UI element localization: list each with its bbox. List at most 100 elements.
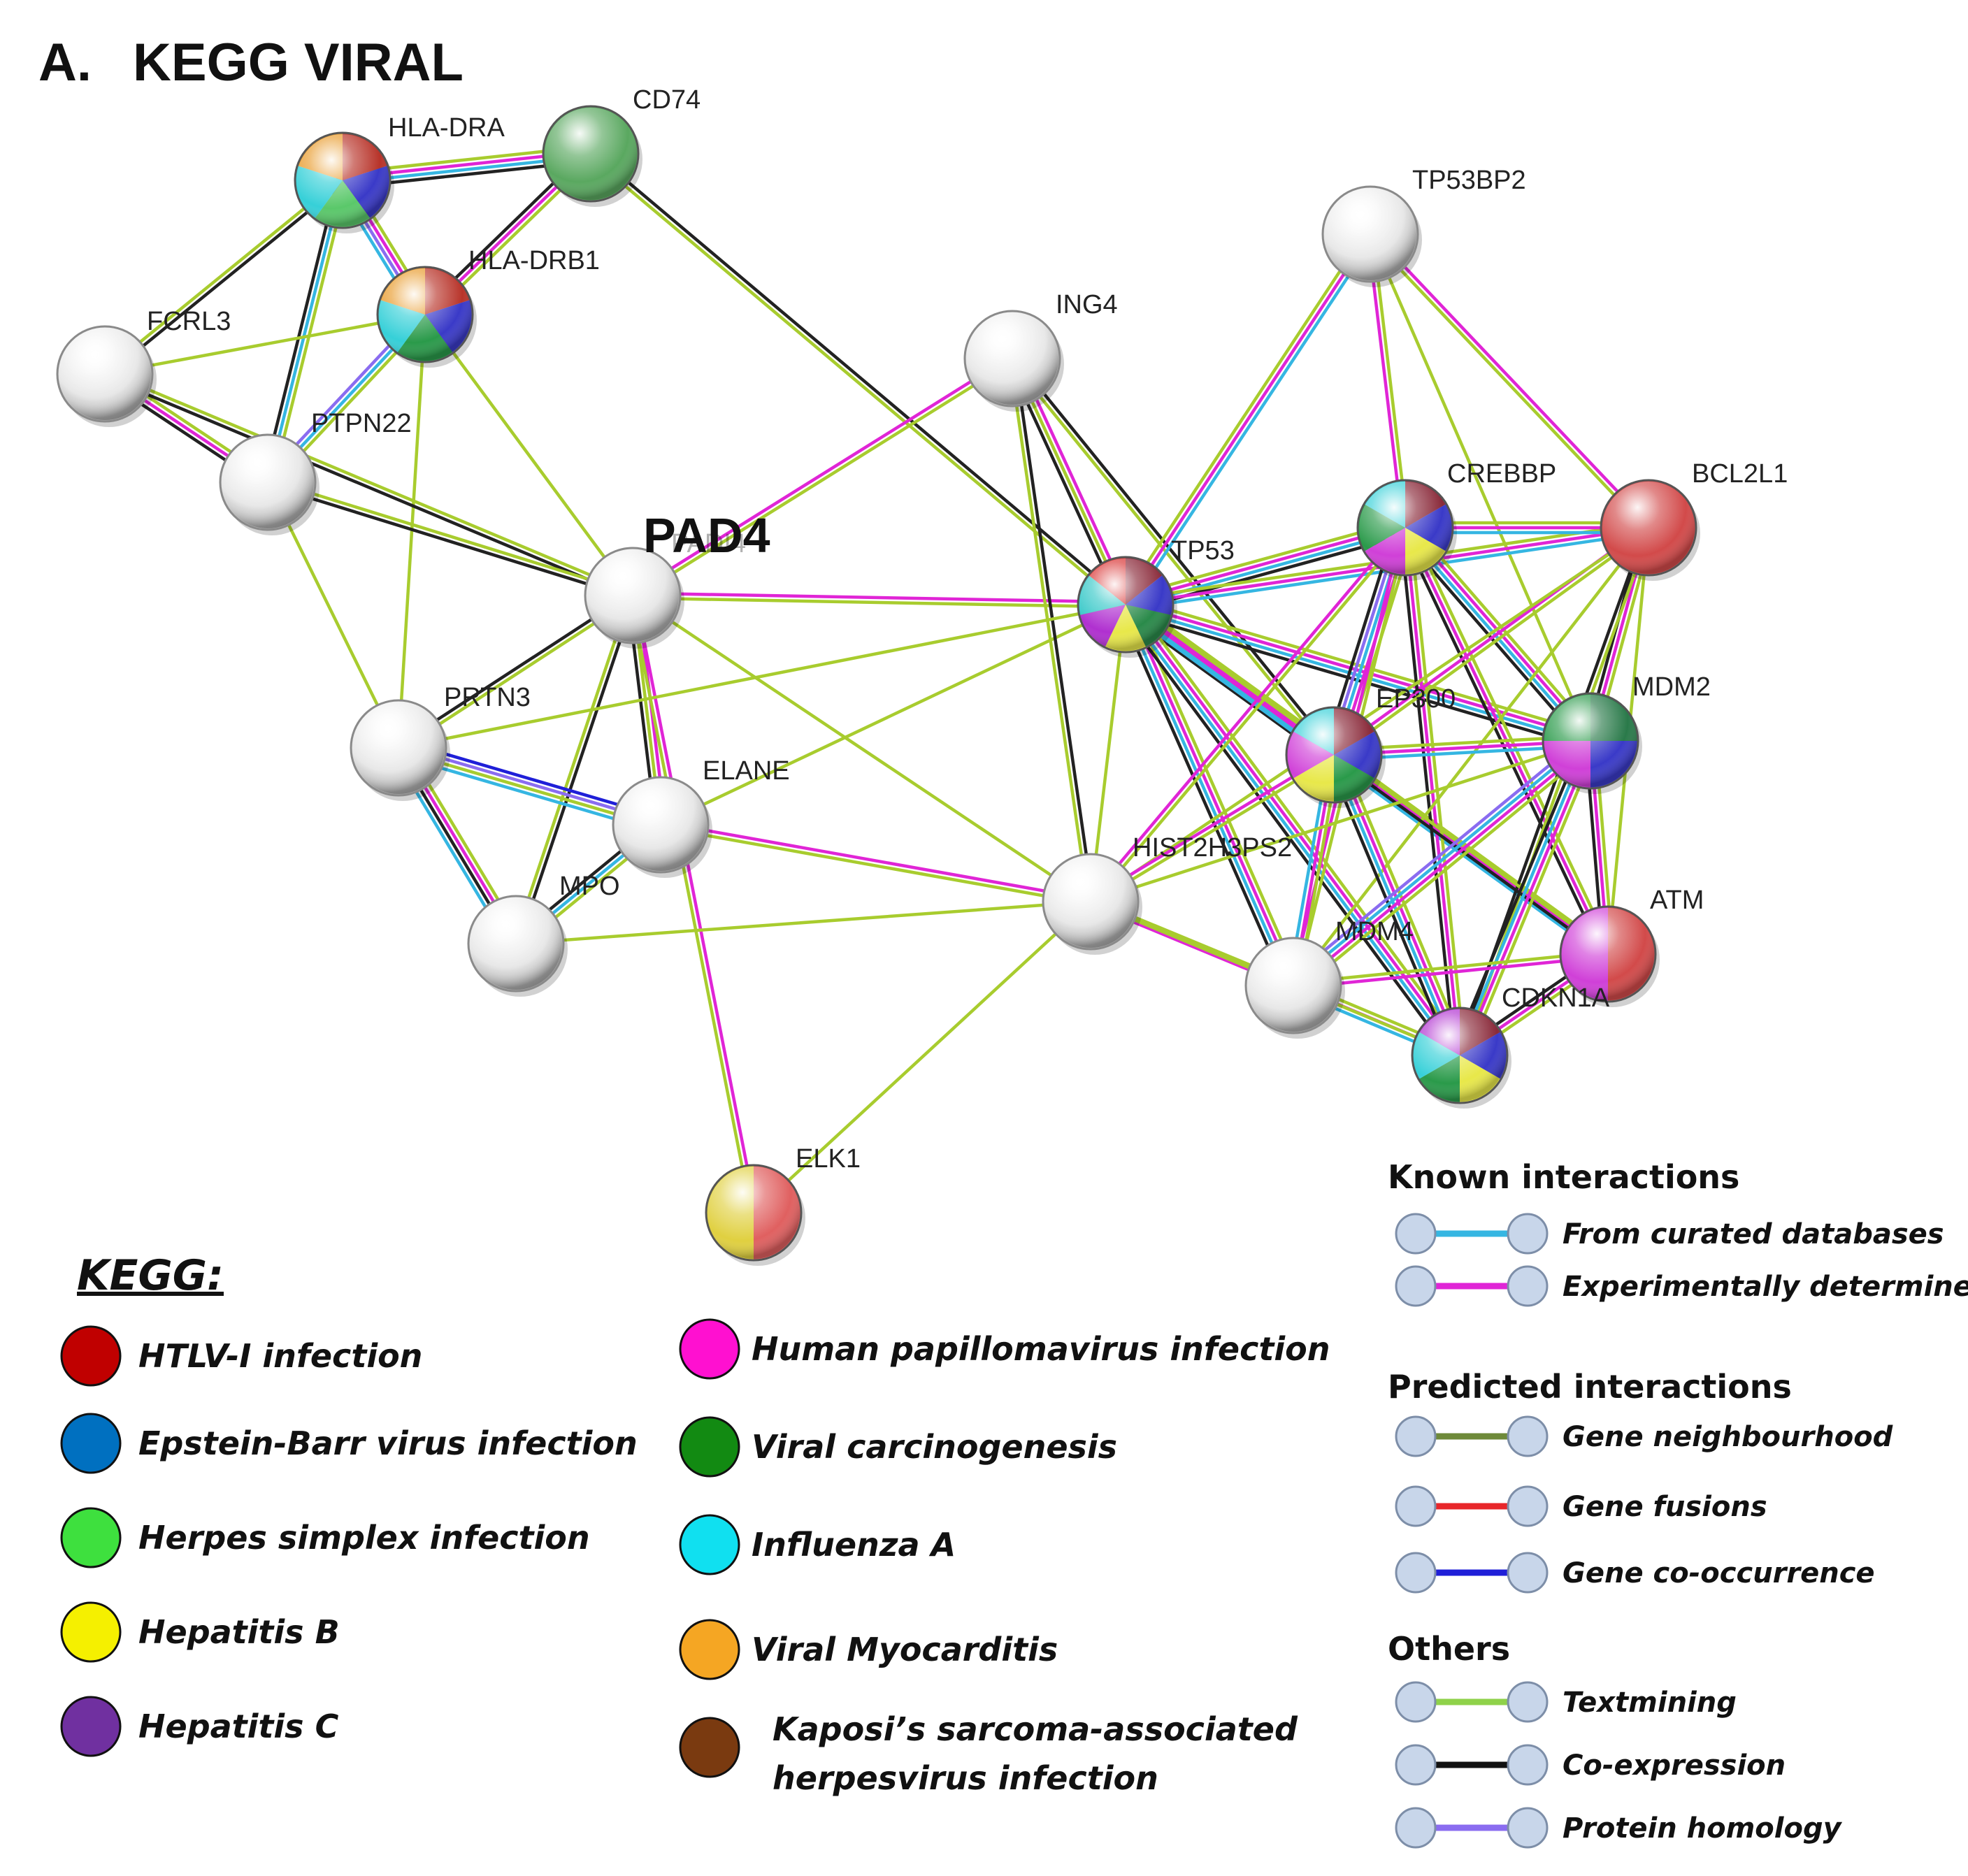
edge-PTPN22-PRTN3 — [266, 480, 401, 750]
edge-line-textmining — [659, 603, 1128, 827]
node-ATM[interactable]: ATM — [1559, 886, 1704, 1007]
legend-label: Co-expression — [1563, 1749, 1786, 1782]
edge-ING4-EP300 — [1009, 355, 1337, 758]
node-gloss — [379, 268, 471, 361]
node-label: PTPN22 — [311, 409, 412, 438]
kegg-item: Epstein-Barr virus infection — [60, 1413, 638, 1474]
node-FCRL3[interactable]: FCRL3 — [56, 307, 231, 427]
edge-line-textmining — [396, 312, 427, 750]
node-label: ATM — [1650, 886, 1704, 915]
kegg-swatch — [60, 1696, 122, 1757]
edge-ING4-HIST2H3PS2 — [1008, 356, 1095, 904]
node-label: CDKN1A — [1502, 983, 1610, 1013]
kegg-label: Kaposi’s sarcoma-associated — [773, 1710, 1298, 1748]
edge-line-experimental — [1460, 740, 1595, 1058]
kegg-label: Epstein-Barr virus infection — [138, 1424, 638, 1462]
kegg-label: Herpes simplex infection — [138, 1519, 590, 1557]
node-HIST2H3PS2[interactable]: HIST2H3PS2 — [1042, 833, 1292, 955]
kegg-item: Human papillomavirus infection — [679, 1318, 1330, 1380]
node-ELANE[interactable]: ELANE — [612, 756, 790, 878]
node-CDKN1A[interactable]: CDKN1A — [1411, 983, 1610, 1109]
kegg-label: Viral Myocarditis — [752, 1631, 1058, 1668]
node-gloss — [59, 328, 151, 420]
edge-line-textmining — [1119, 229, 1368, 604]
node-ring — [1077, 556, 1175, 654]
node-ring — [1542, 692, 1639, 790]
node-label: BCL2L1 — [1692, 459, 1788, 489]
kegg-label: Viral carcinogenesis — [752, 1428, 1117, 1466]
node-gloss — [1602, 482, 1695, 574]
edge-line-textmining — [631, 596, 1128, 609]
edge-line-textmining — [1333, 528, 1652, 759]
node-MPO[interactable]: MPO — [467, 872, 620, 997]
kegg-label-2: herpesvirus infection — [773, 1759, 1158, 1797]
node-HLA-DRA[interactable]: HLA-DRA — [294, 113, 505, 233]
node-ring — [1411, 1006, 1509, 1104]
edge-line-coexpression — [261, 178, 340, 483]
node-label: PADI4 — [671, 529, 746, 558]
edge-line-textmining — [1368, 232, 1593, 743]
legend-item: From curated databases — [1395, 1213, 1944, 1255]
node-CD74[interactable]: CD74 — [542, 85, 701, 207]
node-gloss — [1414, 1009, 1506, 1102]
node-EP300[interactable]: EP300 — [1285, 684, 1456, 808]
node-ING4[interactable]: ING4 — [963, 290, 1118, 412]
node-PTPN22[interactable]: PTPN22 — [219, 409, 412, 535]
node-label: FCRL3 — [147, 307, 231, 336]
edge-CREBBP-HIST2H3PS2 — [1087, 524, 1409, 905]
edge-line-textmining — [1333, 751, 1611, 954]
node-ELK1[interactable]: ELK1 — [705, 1144, 861, 1266]
edge-TP53BP2-CREBBP — [1366, 232, 1409, 530]
legend-group-heading: Others — [1388, 1630, 1510, 1668]
edge-line-coexpression — [1399, 528, 1605, 958]
node-label: MPO — [559, 872, 620, 901]
edge-TP53-PRTN3 — [396, 603, 1128, 750]
node-gloss — [587, 549, 679, 642]
node-PRTN3[interactable]: PRTN3 — [350, 683, 531, 801]
kegg-swatch — [60, 1601, 122, 1663]
kegg-swatch — [679, 1619, 740, 1680]
edge-line-coexpression — [265, 483, 634, 600]
edge-PAD4-ELK1 — [629, 593, 758, 1215]
node-HLA-DRB1[interactable]: HLA-DRB1 — [376, 246, 600, 368]
node-BCL2L1[interactable]: BCL2L1 — [1600, 459, 1788, 581]
node-MDM2[interactable]: MDM2 — [1542, 672, 1711, 794]
legend-label: Gene neighbourhood — [1563, 1421, 1893, 1453]
edge-line-textmining — [1296, 744, 1597, 993]
edge-line-curated — [1290, 737, 1591, 986]
legend-group-heading: Predicted interactions — [1388, 1368, 1792, 1406]
node-TP53BP2[interactable]: TP53BP2 — [1321, 166, 1526, 287]
node-CREBBP[interactable]: CREBBP — [1356, 459, 1556, 581]
edge-HLA-DRB1-PRTN3 — [396, 312, 427, 750]
edge-line-textmining — [1126, 596, 1595, 736]
node-PAD4[interactable]: PADI4 — [584, 529, 746, 649]
edge-line-textmining — [103, 312, 427, 376]
edge-TP53BP2-BCL2L1 — [1367, 231, 1652, 531]
edge-line-experimental — [633, 593, 758, 1214]
node-TP53[interactable]: TP53 — [1077, 536, 1235, 658]
legend-label: Gene co-occurrence — [1563, 1557, 1875, 1589]
legend-node-icon — [1507, 1807, 1549, 1849]
node-ring — [1285, 706, 1383, 804]
edge-line-textmining — [271, 180, 350, 485]
legend-node-icon — [1395, 1744, 1437, 1786]
legend-node-icon — [1395, 1552, 1437, 1594]
kegg-swatch — [60, 1413, 122, 1474]
edge-PTPN22-PAD4 — [265, 478, 635, 600]
legend-node-icon — [1507, 1485, 1549, 1527]
edge-line-textmining — [266, 480, 401, 750]
edge-TP53BP2-MDM2 — [1368, 232, 1593, 743]
edge-MDM2-CDKN1A — [1451, 736, 1599, 1060]
node-label: MDM4 — [1335, 917, 1414, 946]
legend-node-icon — [1395, 1265, 1437, 1307]
edge-HLA-DRA-PTPN22 — [261, 178, 350, 485]
node-gloss — [1359, 482, 1451, 574]
node-label: ELANE — [703, 756, 790, 786]
edge-TP53-HIST2H3PS2 — [1089, 603, 1128, 904]
legend-group-heading: Known interactions — [1388, 1158, 1739, 1196]
node-MDM4[interactable]: MDM4 — [1244, 917, 1414, 1039]
edge-line-textmining — [1091, 528, 1409, 905]
edge-line-coexpression — [1118, 607, 1456, 1062]
edge-ELK1-HIST2H3PS2 — [752, 900, 1093, 1215]
